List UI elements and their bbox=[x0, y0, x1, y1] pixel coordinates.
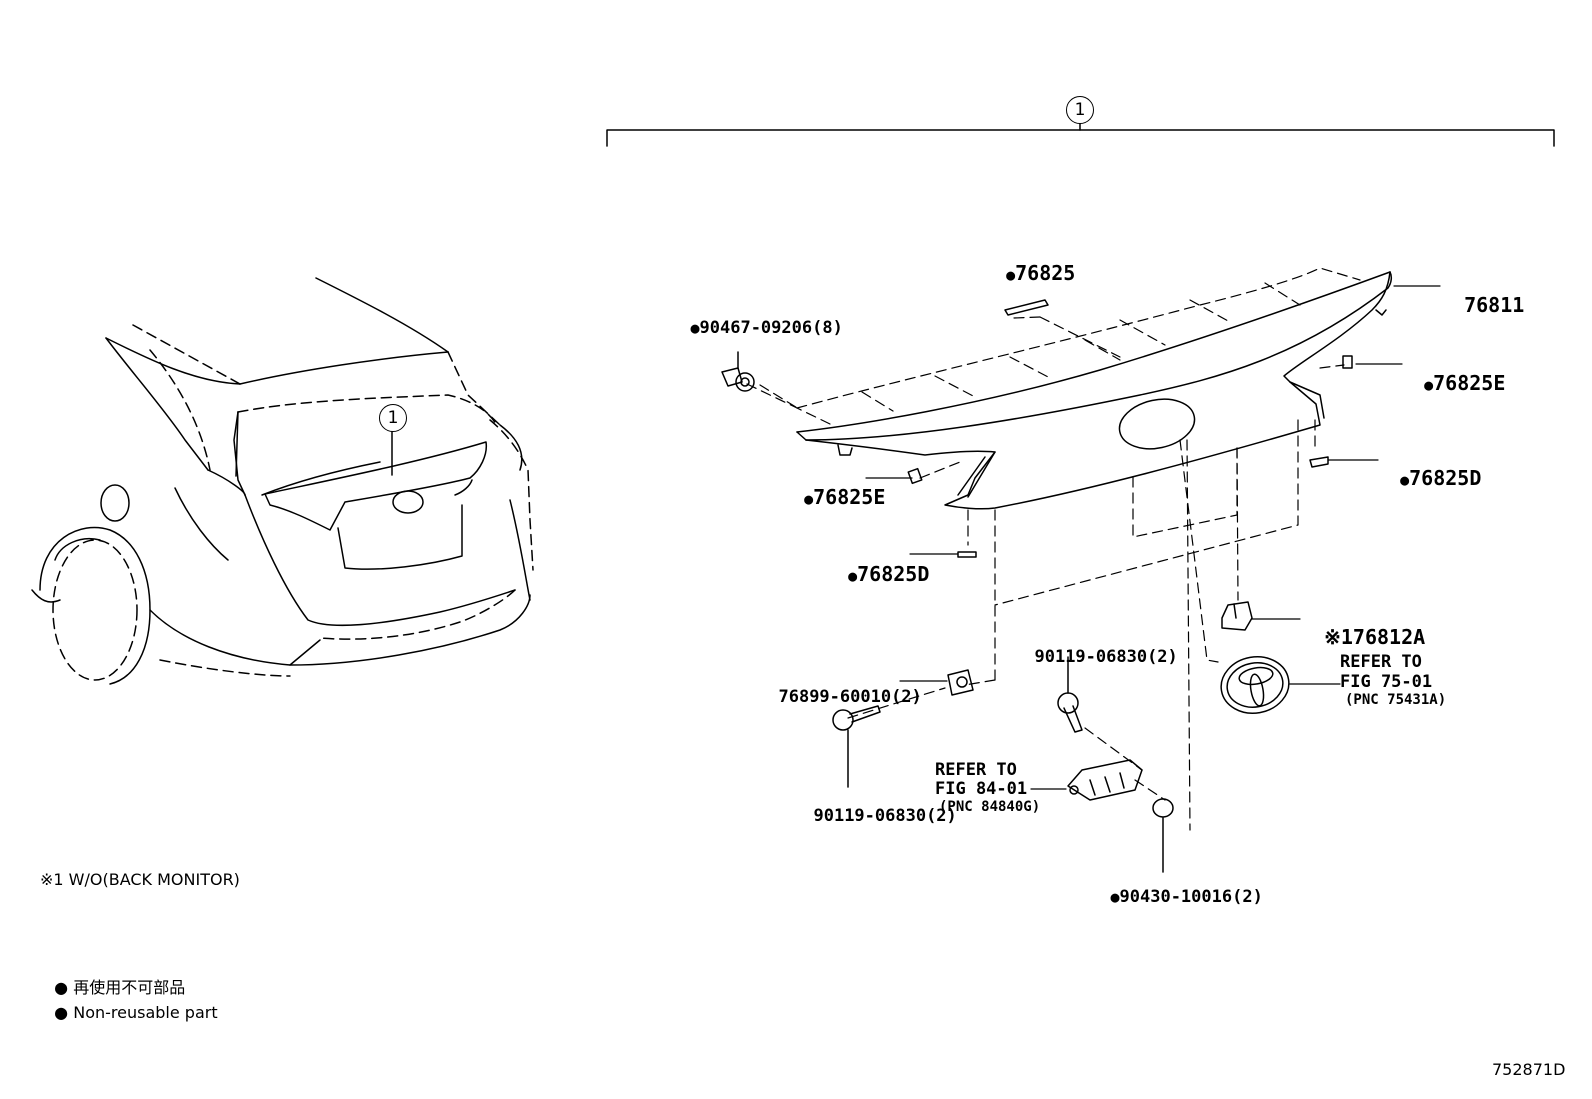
label-76811: 76811 bbox=[1440, 275, 1524, 315]
legend-jp-text: 再使用不可部品 bbox=[73, 978, 186, 997]
assembly-bracket bbox=[607, 122, 1554, 146]
ref-lamp-line2: FIG 84-01 bbox=[935, 779, 1028, 799]
part-76825-pad bbox=[1005, 300, 1048, 315]
ref-emblem-line1: REFER TO bbox=[1340, 652, 1422, 672]
label-76825E-right: ●76825E bbox=[1400, 353, 1505, 395]
part-number: 90467-09206(8) bbox=[699, 318, 843, 338]
part-76812A-bracket bbox=[1222, 602, 1252, 630]
non-reusable-dot: ● bbox=[1424, 376, 1434, 394]
part-number: 76825E bbox=[1433, 371, 1506, 395]
legend-en-text: Non-reusable part bbox=[73, 1003, 218, 1022]
assembly-callout: 1 bbox=[1066, 96, 1094, 124]
label-90430: ●90430-10016(2) bbox=[1090, 872, 1263, 907]
part-76825D-left-tape bbox=[958, 552, 976, 557]
label-76825E-left: ●76825E bbox=[780, 467, 885, 509]
part-number: 76899-60010(2) bbox=[778, 687, 922, 707]
label-76812A: ※176812A bbox=[1300, 607, 1425, 647]
leader-lines bbox=[866, 286, 1440, 789]
part-76825D-right-tape bbox=[1310, 457, 1328, 467]
non-reusable-dot: ● bbox=[1110, 888, 1120, 906]
part-76825E-right-clip bbox=[1343, 356, 1352, 368]
part-number: 76811 bbox=[1464, 293, 1525, 317]
non-reusable-dot: ● bbox=[1400, 471, 1410, 489]
license-lamp bbox=[1068, 760, 1142, 800]
part-number: 90430-10016(2) bbox=[1119, 887, 1263, 907]
non-reusable-dot: ● bbox=[804, 490, 814, 508]
vehicle-rear-view bbox=[32, 278, 533, 684]
part-number: 76812A bbox=[1352, 625, 1426, 649]
part-number: 76825D bbox=[1409, 466, 1482, 490]
vehicle-callout: 1 bbox=[379, 404, 407, 432]
legend-dot: ● bbox=[54, 1003, 69, 1022]
ref-lamp-line3: (PNC 84840G) bbox=[939, 799, 1041, 815]
legend-jp: ● 再使用不可部品 bbox=[44, 961, 185, 997]
non-reusable-dot: ● bbox=[1006, 266, 1016, 284]
label-76825D-right: ●76825D bbox=[1376, 448, 1481, 490]
toyota-emblem bbox=[1217, 652, 1294, 719]
figure-id: 752871D bbox=[1492, 1060, 1566, 1079]
label-76899: 76899-60010(2) bbox=[758, 672, 922, 707]
part-90119-upper-screw bbox=[1058, 657, 1082, 732]
part-number: 76825E bbox=[813, 485, 886, 509]
part-number: 90119-06830(2) bbox=[813, 806, 957, 826]
part-number: 76825 bbox=[1015, 261, 1076, 285]
label-90467: ●90467-09206(8) bbox=[670, 303, 843, 338]
label-76825D-left: ●76825D bbox=[824, 544, 929, 586]
non-reusable-dot: ● bbox=[690, 319, 700, 337]
legend-en: ● Non-reusable part bbox=[44, 986, 218, 1022]
back-door-garnish bbox=[797, 272, 1391, 509]
part-90430-cap bbox=[1153, 799, 1173, 872]
footnote-variant: ※1 W/O(BACK MONITOR) bbox=[40, 870, 240, 889]
variant-footnote-mark: ※1 bbox=[1324, 625, 1353, 649]
part-number: 90119-06830(2) bbox=[1034, 647, 1178, 667]
non-reusable-dot: ● bbox=[848, 567, 858, 585]
legend-dot: ● bbox=[54, 978, 69, 997]
label-90119-lower: 90119-06830(2) bbox=[793, 791, 957, 826]
label-90119-upper: 90119-06830(2) bbox=[1014, 632, 1178, 667]
label-76825: ●76825 bbox=[982, 243, 1075, 285]
ref-emblem-line2: FIG 75-01 bbox=[1340, 672, 1433, 692]
part-76899-nut bbox=[948, 670, 973, 695]
part-clip-90467 bbox=[722, 352, 754, 391]
part-90119-lower-screw bbox=[833, 706, 880, 787]
mounting-guide-lines bbox=[747, 268, 1360, 830]
ref-lamp-line1: REFER TO bbox=[935, 760, 1017, 780]
part-76825E-left-clip bbox=[908, 469, 922, 484]
ref-emblem-line3: (PNC 75431A) bbox=[1345, 692, 1447, 708]
part-number: 76825D bbox=[857, 562, 930, 586]
